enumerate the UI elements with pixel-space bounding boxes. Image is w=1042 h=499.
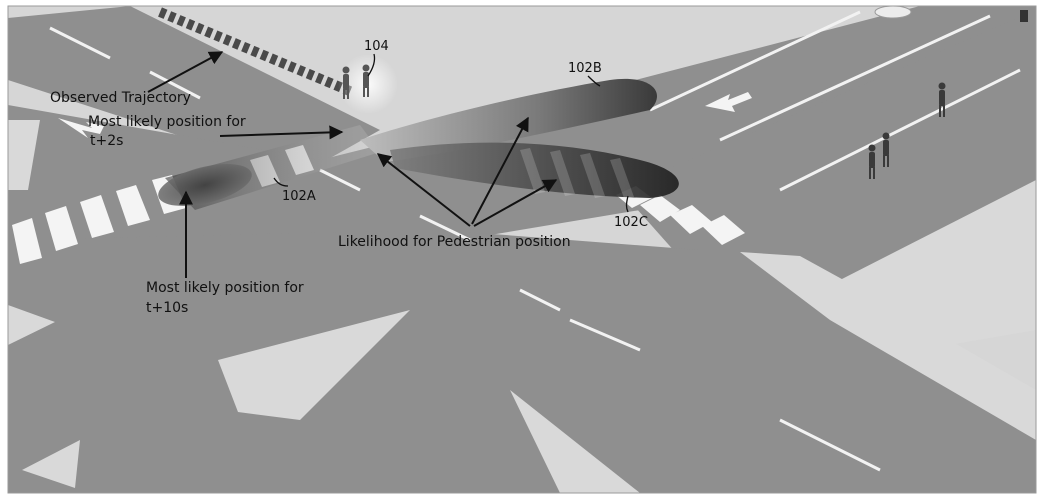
observed-trajectory-label: Observed Trajectory bbox=[50, 90, 191, 106]
pedestrian-figure bbox=[938, 82, 946, 117]
traffic-islands bbox=[8, 120, 1036, 493]
most-likely-t2-label: Most likely position for bbox=[88, 114, 246, 130]
arrow-likelihood-3 bbox=[473, 179, 558, 227]
observed-trajectory-path bbox=[158, 7, 354, 97]
annotation-arrows bbox=[147, 51, 558, 278]
arrow-likelihood-2 bbox=[471, 116, 529, 225]
ref-numeral-102c: 102C bbox=[614, 215, 648, 230]
ref-numeral-102a: 102A bbox=[282, 189, 316, 204]
road-arrow-icon bbox=[58, 118, 104, 138]
arrow-observed-trajectory bbox=[147, 51, 224, 93]
ref-numeral-104: 104 bbox=[364, 39, 389, 54]
leader-lines bbox=[273, 53, 629, 213]
ref-numeral-102b: 102B bbox=[568, 61, 602, 76]
arrow-likelihood-1 bbox=[376, 153, 471, 227]
likelihood-region-b bbox=[360, 78, 657, 162]
pedestrian-104 bbox=[342, 64, 370, 99]
likelihood-region-c bbox=[390, 142, 679, 198]
arrow-t2 bbox=[219, 125, 344, 140]
car-icon bbox=[874, 5, 912, 19]
most-likely-t2-time: t+2s bbox=[90, 133, 123, 149]
most-likely-t10-label: Most likely position for bbox=[146, 280, 304, 296]
likelihood-label: Likelihood for Pedestrian position bbox=[338, 234, 571, 250]
figure-border bbox=[7, 5, 1037, 494]
most-likely-t10-time: t+10s bbox=[146, 300, 188, 316]
lane-markings bbox=[49, 10, 1021, 472]
pedestrian-figure bbox=[868, 132, 890, 179]
crosswalk-over-102c bbox=[520, 148, 634, 198]
traffic-signal-icon bbox=[1020, 10, 1028, 22]
road-arrow-icon bbox=[705, 92, 752, 112]
